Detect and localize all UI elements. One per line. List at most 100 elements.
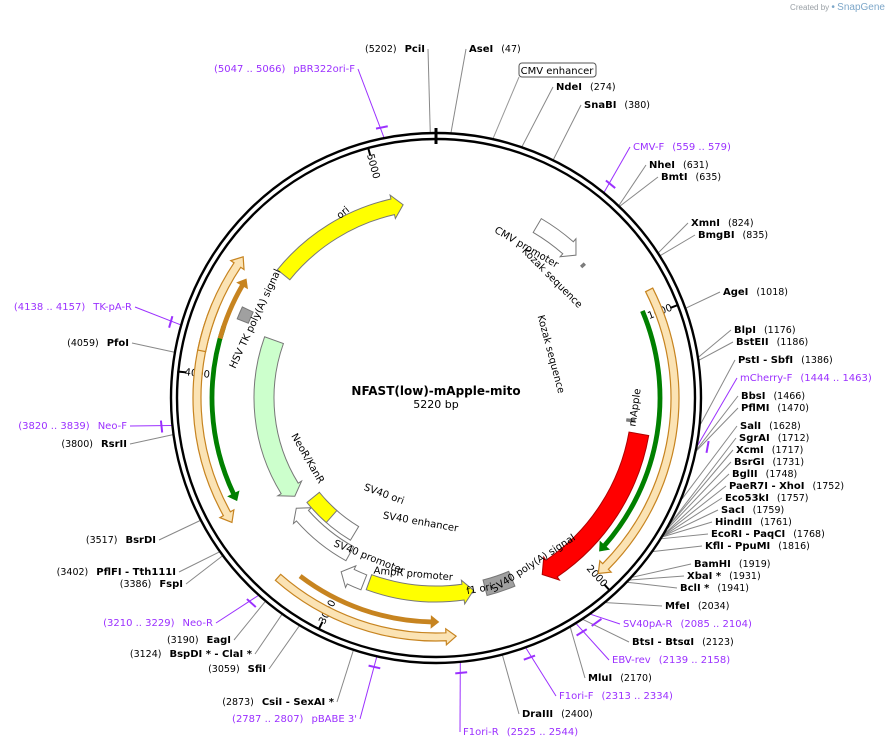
site-psti-sbfi: PstI - SbfI(1386)	[738, 355, 833, 366]
feature-label-kozak-sequence-2: Kozak sequence	[535, 314, 567, 395]
site-labels: AseI(47)NdeI(274)SnaBI(380)NheI(631)BmtI…	[14, 44, 872, 738]
site-snabi: SnaBI(380)	[584, 100, 650, 111]
site-leader-bbsi	[696, 395, 739, 450]
site-xmni: XmnI(824)	[691, 218, 754, 229]
snapgene-credit: Created by • SnapGene	[790, 2, 885, 13]
site-position: (3800)	[61, 439, 93, 450]
feature-neor-kanr	[253, 336, 303, 497]
feature-ampr-promoter	[340, 564, 368, 591]
site-bmti: BmtI(635)	[661, 172, 721, 183]
site-position: (2873)	[222, 697, 254, 708]
site-name: SfiI	[248, 664, 266, 675]
site-position: (1752)	[813, 481, 845, 492]
feature-kozak-sequence-2	[626, 418, 636, 423]
orf-arrow	[197, 256, 245, 353]
site-name: BglII	[732, 469, 758, 480]
primer-site-mark	[159, 420, 164, 433]
primer-name: SV40pA-R	[623, 619, 672, 630]
primer-ebv-rev: EBV-rev(2139 .. 2158)	[612, 655, 730, 666]
site-leader-bmgbi	[660, 234, 696, 256]
tick-mark	[317, 621, 324, 631]
site-position: (835)	[743, 230, 769, 241]
site-name: BstEII	[736, 337, 769, 348]
primer-name: F1ori-F	[559, 691, 594, 702]
site-name: AgeI	[723, 287, 748, 298]
orf-inner-arrow	[217, 278, 248, 340]
site-name: PfoI	[107, 338, 129, 349]
site-pcii: (5202)PciI	[365, 44, 425, 55]
site-name: PflMI	[741, 403, 769, 414]
site-sfii: (3059)SfiI	[208, 664, 266, 675]
site-bsrgi: BsrGI(1731)	[734, 457, 804, 468]
site-name: BsrGI	[734, 457, 764, 468]
site-leader-bcli	[627, 581, 678, 589]
feature-kozak-sequence-1	[579, 262, 586, 269]
site-leader-agei	[686, 291, 721, 309]
site-position: (2123)	[702, 637, 734, 648]
site-name: BlpI	[734, 325, 756, 336]
primer-site-mark	[368, 664, 381, 670]
site-name: BsrDI	[125, 535, 156, 546]
primer-name: pBABE 3'	[311, 714, 357, 725]
credit-prefix: Created by	[790, 3, 830, 12]
plasmid-name: NFAST(low)-mApple-mito	[351, 384, 520, 398]
site-name: BmtI	[661, 172, 688, 183]
site-leader-bmti	[619, 176, 659, 207]
tick-mark	[177, 370, 187, 374]
site-fspi: (3386)FspI	[120, 579, 183, 590]
tick-mark	[603, 583, 611, 592]
site-pfoi: (4059)PfoI	[67, 338, 129, 349]
site-bbsi: BbsI(1466)	[741, 391, 805, 402]
site-position: (1470)	[777, 403, 809, 414]
site-name: MfeI	[665, 601, 690, 612]
tick-mark	[366, 146, 372, 157]
tick-label: 5000	[364, 153, 381, 180]
site-pflmi: PflMI (1470)	[741, 403, 809, 414]
site-kfli-ppumi: KflI - PpuMI(1816)	[705, 541, 810, 552]
site-name: BclI *	[680, 583, 710, 594]
primer-site-mark	[591, 618, 603, 627]
site-leader-pflfi-tth111i	[178, 551, 220, 573]
site-position: (1386)	[801, 355, 833, 366]
site-position: (631)	[683, 160, 709, 171]
primer-site-mark	[523, 654, 536, 661]
site-name: PciI	[405, 44, 425, 55]
primer-range: (3210 .. 3229)	[103, 618, 175, 629]
site-name: KflI - PpuMI	[705, 541, 770, 552]
site-bsteii: BstEII(1186)	[736, 337, 808, 348]
leader-lines	[129, 48, 739, 733]
primer-site-mark	[705, 440, 710, 453]
site-name: NheI	[649, 160, 675, 171]
site-leader-rsrii	[129, 434, 173, 445]
site-position: (1761)	[760, 517, 792, 528]
site-mfei: MfeI(2034)	[665, 601, 729, 612]
site-leader-mfei	[605, 602, 663, 607]
site-position: (1768)	[793, 529, 825, 540]
site-leader-paer7i-xhoi	[664, 485, 727, 535]
primer-range: (2313 .. 2334)	[601, 691, 673, 702]
site-csii-sexai: (2873)CsiI - SexAI *	[222, 697, 335, 708]
site-leader-asei	[450, 48, 467, 133]
site-position: (1466)	[773, 391, 805, 402]
site-name: EagI	[207, 635, 231, 646]
primer-site-mark	[605, 179, 616, 189]
site-asei: AseI(47)	[469, 44, 521, 55]
site-rsrii: (3800)RsrII	[61, 439, 127, 450]
site-name: PaeR7I - XhoI	[729, 481, 805, 492]
site-bsrdi: (3517)BsrDI	[86, 535, 156, 546]
site-position: (3124)	[130, 649, 162, 660]
primer-site-mark	[246, 598, 257, 608]
primer-site-mark	[375, 125, 388, 130]
site-name: BamHI	[694, 559, 731, 570]
site-agei: AgeI(1018)	[723, 287, 788, 298]
site-leader-bsrdi	[158, 520, 201, 541]
feature-label-mapple: mApple	[627, 388, 643, 427]
primer-leader-sv40pa-r	[590, 613, 621, 625]
primer-neo-f: (3820 .. 3839)Neo-F	[18, 421, 127, 432]
site-xcmi: XcmI(1717)	[736, 445, 803, 456]
primer-pbr322ori-f: (5047 .. 5066)pBR322ori-F	[214, 64, 355, 75]
site-hindiii: HindIII(1761)	[715, 517, 792, 528]
orf-inner-arrow	[599, 310, 663, 552]
site-paer7i-xhoi: PaeR7I - XhoI (1752)	[729, 481, 844, 492]
site-draiii: DraIII(2400)	[522, 709, 593, 720]
